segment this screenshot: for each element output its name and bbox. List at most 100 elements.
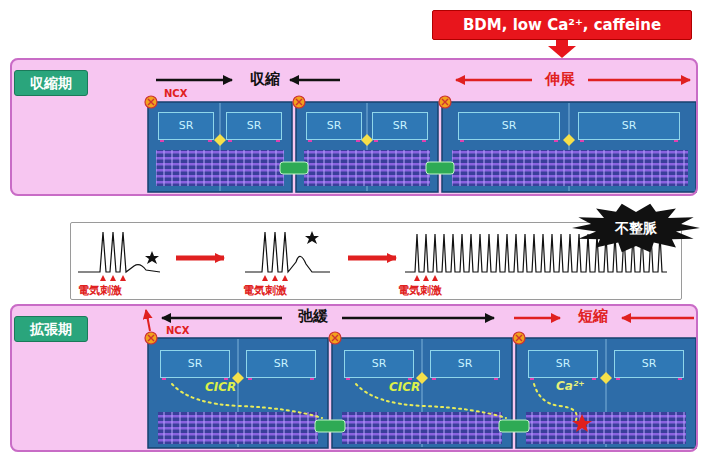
node-text: SR <box>622 119 637 132</box>
phase-band: 収縮期 SR SR SR SR SR SR 収縮 伸展 <box>10 58 698 196</box>
cell <box>296 102 438 192</box>
ncx-efflux-arrow <box>146 310 150 331</box>
shorten-text: 短縮 <box>578 307 608 325</box>
gap-junction <box>499 420 529 432</box>
myofibril <box>452 150 688 186</box>
myofibril <box>304 150 430 186</box>
stretch-arrow <box>588 79 690 82</box>
cicr-text: CICR <box>389 380 420 394</box>
sr-box: SR <box>344 350 414 378</box>
phase-action: 弛緩 <box>298 307 328 325</box>
star <box>145 251 159 264</box>
sr-box: SR <box>430 350 500 378</box>
sr-box: SR <box>528 350 598 378</box>
sr-box: SR <box>158 112 214 140</box>
trace-stars <box>145 231 319 264</box>
ryr-dots <box>160 138 682 380</box>
ncx-symbol <box>329 332 341 344</box>
gap-junction <box>426 162 454 174</box>
effect-arrow <box>556 40 568 46</box>
phase-band: 拡張期 SR SR SR SR SR SR 弛緩 短縮 CICR CICR Ca²⁺ <box>10 304 698 452</box>
cicr-path <box>172 384 322 418</box>
gap-junction <box>315 420 345 432</box>
stimulus-text: 電気刺激 <box>78 284 122 297</box>
ncx-label: NCX <box>164 88 187 100</box>
stretch-arrow <box>456 79 532 82</box>
myofibril <box>342 412 502 444</box>
node-text: BDM, low Ca²⁺, caffeine <box>463 16 661 34</box>
stimulus-text: 電気刺激 <box>243 284 287 297</box>
condition-box: BDM, low Ca²⁺, caffeine <box>432 10 692 40</box>
sr-box: SR <box>246 350 316 378</box>
node-text: 収縮期 <box>30 75 72 92</box>
contract-arrow <box>290 79 340 82</box>
cell <box>442 102 696 192</box>
myofibril <box>158 412 318 444</box>
phase-label: 拡張期 <box>14 316 88 342</box>
band-ground <box>10 58 698 196</box>
node-text: SR <box>502 119 517 132</box>
cell <box>516 338 696 448</box>
ncx-symbol <box>145 332 157 344</box>
node-text: SR <box>372 357 387 370</box>
star <box>305 231 319 244</box>
panel-ground <box>70 222 682 300</box>
band-grounds <box>10 58 698 452</box>
sr-box: SR <box>226 112 282 140</box>
node-text: 拡張期 <box>30 321 72 338</box>
node-text: SR <box>327 119 342 132</box>
sr-box: SR <box>160 350 230 378</box>
sr-box: SR <box>372 112 428 140</box>
calcium-text: Ca²⁺ <box>556 379 585 393</box>
myofibril <box>156 150 284 186</box>
cells <box>148 102 696 448</box>
sr-box: SR <box>306 112 362 140</box>
cell <box>148 102 292 192</box>
myofibril <box>526 412 686 444</box>
stretch-text: 伸展 <box>545 70 575 88</box>
sr-box: SR <box>614 350 684 378</box>
node-text: SR <box>458 357 473 370</box>
sr-box: SR <box>458 112 560 140</box>
relax-arrow <box>342 317 494 320</box>
gap-junctions <box>280 162 529 432</box>
node-text: SR <box>179 119 194 132</box>
ncx-symbol <box>439 96 451 108</box>
sequence-arrow <box>348 256 396 261</box>
shorten-arrow <box>514 317 560 320</box>
arrhythmia-burst: 不整脈 <box>572 203 700 253</box>
ncx-symbol <box>145 96 157 108</box>
trace <box>78 232 160 272</box>
relax-arrow <box>162 317 282 320</box>
calcium-spark-star <box>572 414 592 432</box>
force-arrows <box>156 80 694 318</box>
ncx-symbol <box>293 96 305 108</box>
node-text: SR <box>247 119 262 132</box>
ncx-label: NCX <box>166 325 189 337</box>
cell <box>148 338 328 448</box>
node-text: SR <box>393 119 408 132</box>
sequence-arrows <box>176 256 396 261</box>
contract-arrow <box>156 79 232 82</box>
cicr-path <box>356 384 506 418</box>
cicr-text: CICR <box>205 380 236 394</box>
ncx-symbol <box>513 332 525 344</box>
gap-junction <box>280 162 308 174</box>
cell <box>332 338 512 448</box>
stimulus-marks <box>100 275 438 281</box>
sequence-arrow <box>176 256 224 261</box>
band-ground <box>10 304 698 452</box>
phase-action: 収縮 <box>250 70 280 88</box>
stimulus-text: 電気刺激 <box>398 284 442 297</box>
node-text: SR <box>642 357 657 370</box>
junction-diamonds <box>214 134 612 384</box>
phase-label: 収縮期 <box>14 70 88 96</box>
node-text: 不整脈 <box>615 220 657 237</box>
node-text: SR <box>188 357 203 370</box>
ap-traces <box>78 232 667 272</box>
shorten-arrow <box>622 317 694 320</box>
trace-panel: 電気刺激 電気刺激 電気刺激 <box>70 222 682 300</box>
node-text: SR <box>274 357 289 370</box>
burst-polygon <box>572 204 700 253</box>
